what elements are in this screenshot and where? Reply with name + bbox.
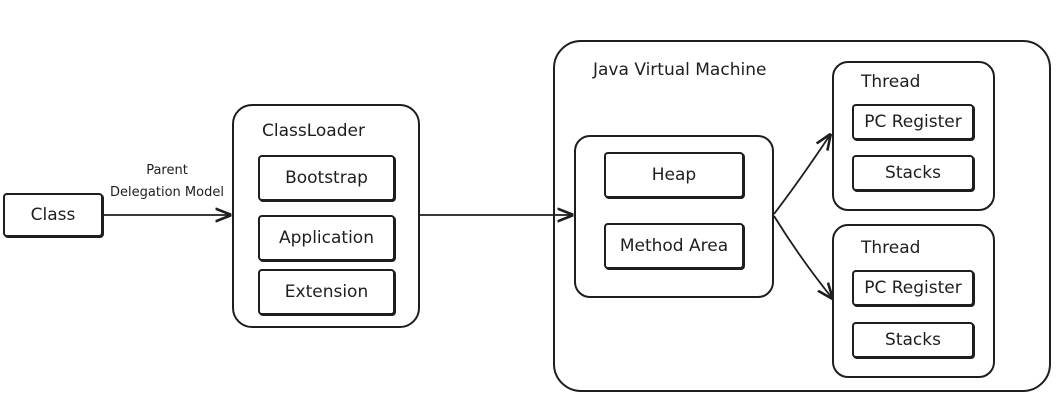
method-area-label: Method Area [619,236,729,256]
thread-1-stacks: Stacks [852,155,974,191]
classloader-container [232,104,420,328]
thread-container-2 [832,224,995,378]
classloader-title: ClassLoader [262,121,365,141]
thread-1-pc-register-label: PC Register [864,112,962,132]
thread-container-1 [832,61,995,211]
thread-1-stacks-label: Stacks [885,163,941,183]
jvm-container [553,40,1051,392]
thread-2-pc-register-label: PC Register [864,278,962,298]
classloader-item-bootstrap: Bootstrap [258,155,395,201]
method-area-box: Method Area [604,223,744,269]
class-box: Class [3,193,103,237]
thread-2-stacks: Stacks [852,322,974,358]
extension-label: Extension [284,282,369,302]
application-label: Application [279,228,374,248]
thread-2-pc-register: PC Register [852,270,974,306]
classloader-item-extension: Extension [258,269,395,315]
edge-label-line-2: Delegation Model [110,185,224,200]
classloader-item-application: Application [258,215,395,261]
thread-2-stacks-label: Stacks [885,330,941,350]
thread-2-title: Thread [861,238,921,258]
runtime-data-area [574,135,774,298]
thread-1-title: Thread [861,72,921,92]
arrow-runtime-to-thread-2 [773,215,832,298]
edge-label-line-1: Parent [146,163,188,178]
bootstrap-label: Bootstrap [285,168,368,188]
heap-label: Heap [651,165,697,185]
thread-1-pc-register: PC Register [852,104,974,140]
class-label: Class [30,205,76,225]
arrow-runtime-to-thread-1 [773,135,830,215]
heap-box: Heap [604,152,744,198]
jvm-title: Java Virtual Machine [593,60,767,80]
edge-label: Parent Delegation Model [106,160,228,204]
